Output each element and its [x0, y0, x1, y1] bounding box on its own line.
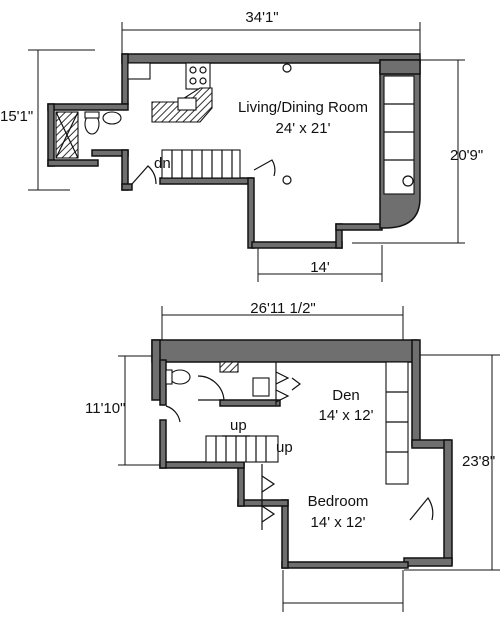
lower-stair-label-right: up	[276, 439, 293, 456]
upper-width-dimension: 34'1"	[121, 9, 421, 55]
upper-width-label: 34'1"	[245, 9, 278, 26]
lower-walls	[151, 339, 453, 569]
upper-doors	[131, 159, 276, 185]
upper-left-dimension: 15'1"	[0, 49, 95, 191]
upper-right-label: 20'9"	[450, 147, 483, 164]
upper-staircase: dn	[154, 149, 241, 179]
lower-left-dimension: 11'10"	[85, 355, 160, 466]
lower-bedroom-door	[409, 496, 434, 521]
den-name: Den	[332, 387, 360, 404]
lower-stair-label-left: up	[230, 417, 247, 434]
upper-right-dimension: 20'9"	[352, 59, 483, 244]
upper-kitchen	[127, 62, 292, 185]
bedroom-size: 14' x 12'	[311, 514, 366, 531]
lower-right-dimension: 23'8"	[404, 354, 500, 571]
bedroom-name: Bedroom	[308, 493, 369, 510]
stove-icon	[185, 62, 211, 90]
lower-right-label: 23'8"	[462, 453, 495, 470]
living-dining-room-name: Living/Dining Room	[238, 99, 368, 116]
upper-window-shelving	[383, 75, 415, 195]
toilet-icon	[169, 369, 191, 385]
upper-left-label: 15'1"	[0, 108, 33, 125]
lower-left-label: 11'10"	[85, 400, 125, 417]
lower-bottom-dimension	[282, 570, 404, 612]
lower-bathroom	[165, 361, 270, 423]
lower-den-shelving	[385, 361, 409, 485]
den-size: 14' x 12'	[319, 407, 374, 424]
lower-staircase: up up	[205, 417, 293, 463]
lower-level-plan: 26'11 1/2" 11'10" 23'8"	[85, 300, 500, 612]
upper-stair-label: dn	[154, 155, 171, 172]
washer-icon	[252, 377, 270, 397]
refrigerator-icon	[127, 62, 151, 80]
lower-width-dimension: 26'11 1/2"	[161, 300, 404, 345]
kitchen-sink-icon	[177, 97, 197, 111]
upper-bathroom	[55, 111, 122, 159]
upper-bottom-dimension: 14'	[257, 245, 383, 282]
lower-width-label: 26'11 1/2"	[250, 300, 315, 317]
sink-icon	[102, 111, 122, 125]
lower-closets	[261, 362, 301, 530]
upper-bottom-label: 14'	[310, 259, 330, 276]
upper-level-plan: 34'1" 15'1" 20'9" 14'	[0, 9, 483, 282]
living-dining-room-size: 24' x 21'	[276, 120, 331, 137]
sink-icon	[219, 361, 239, 373]
